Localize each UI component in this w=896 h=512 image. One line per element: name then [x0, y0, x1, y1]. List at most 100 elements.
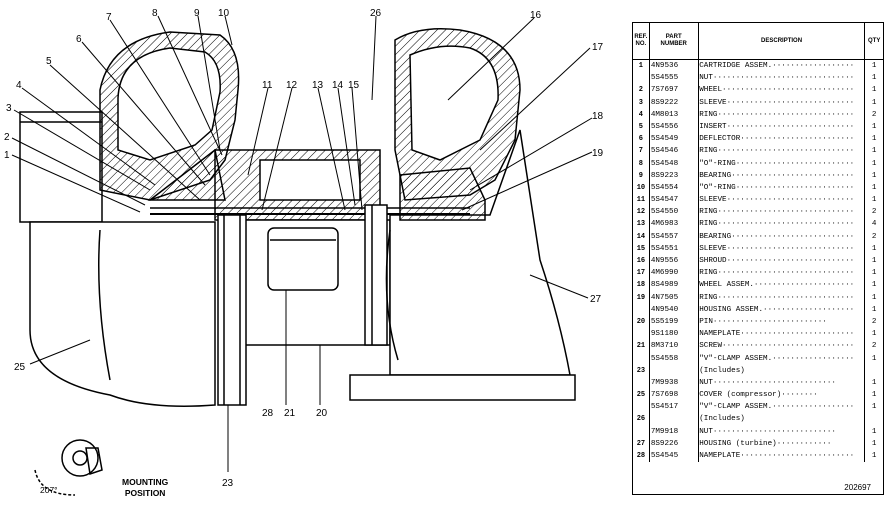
description-cell: COVER (compressor)········ — [699, 391, 818, 400]
qty-cell — [864, 364, 883, 377]
ref-no-cell: 16 — [636, 257, 646, 265]
description-cell: SLEEVE···························· — [699, 244, 855, 253]
description-cell: "O"-RING·························· — [699, 159, 855, 168]
description-cell: RING······························ — [699, 110, 855, 119]
part-number-cell: 5S4548 — [650, 159, 679, 168]
table-row: 7M9938 NUT···························1 — [633, 376, 883, 390]
description-cell: SLEEVE···························· — [699, 98, 855, 107]
qty-cell: 1 — [864, 401, 883, 414]
part-number-cell: 4M6983 — [650, 220, 679, 229]
qty-cell: 1 — [864, 291, 883, 304]
part-number-cell: 4N9536 — [650, 62, 679, 70]
qty-cell: 1 — [864, 328, 883, 341]
col-ref-no: REF. NO. — [633, 23, 650, 59]
qty-cell: 1 — [864, 145, 883, 158]
part-number-cell: 5S4545 — [650, 452, 679, 460]
part-number-cell: 5S4556 — [650, 122, 679, 131]
ref-no-cell: 26 — [636, 415, 646, 424]
description-cell: NAMEPLATE························· — [699, 330, 855, 339]
ref-no-cell: 23 — [636, 366, 646, 375]
ref-no-cell: 17 — [636, 269, 646, 278]
ref-no-cell: 12 — [636, 208, 646, 217]
part-number-cell: 5S4551 — [650, 244, 679, 253]
part-number-cell: 4M8013 — [650, 110, 679, 119]
part-number-cell: 8S4989 — [650, 281, 679, 290]
callout-26: 26 — [370, 8, 382, 19]
turbine-wheel — [399, 167, 486, 221]
description-cell: RING······························ — [699, 220, 855, 229]
callout-4: 4 — [16, 80, 22, 91]
part-number-cell: 9S1180 — [650, 330, 679, 339]
callout-11: 11 — [262, 80, 273, 91]
ref-no-cell — [633, 304, 649, 316]
ref-no-cell: 28 — [636, 452, 646, 460]
qty-cell: 1 — [864, 194, 883, 207]
mounting-position-label: MOUNTING POSITION — [122, 477, 169, 498]
part-number-cell: 5S4554 — [650, 183, 679, 192]
description-cell: INSERT···························· — [699, 122, 855, 131]
part-number-cell: 5S4549 — [650, 135, 679, 144]
ref-no-cell: 3 — [638, 98, 643, 107]
ref-no-cell: 25 — [636, 391, 646, 400]
description-cell: BEARING··························· — [699, 232, 855, 241]
col-part-number: PART NUMBER — [650, 23, 699, 59]
qty-cell: 1 — [864, 376, 883, 390]
callout-9: 9 — [194, 8, 200, 19]
part-number-cell: 7S7698 — [650, 391, 679, 400]
qty-cell: 2 — [864, 108, 883, 121]
callout-12: 12 — [286, 80, 298, 91]
description-cell: WHEEL ASSEM.······················ — [699, 281, 855, 290]
ref-no-cell — [633, 426, 649, 438]
callout-5: 5 — [46, 56, 52, 67]
ref-no-cell — [633, 72, 649, 84]
part-number-cell: 4N9556 — [650, 257, 679, 265]
part-number-cell: 8S9223 — [650, 171, 679, 180]
ref-no-cell: 15 — [636, 244, 646, 253]
callout-15: 15 — [348, 80, 360, 91]
qty-cell: 1 — [864, 279, 883, 292]
ref-no-cell: 27 — [636, 439, 646, 448]
callout-2: 2 — [4, 132, 10, 143]
ref-no-cell — [633, 377, 649, 389]
qty-cell: 1 — [864, 84, 883, 97]
part-number-cell: 8M3710 — [650, 342, 679, 351]
turbine-flange — [349, 374, 576, 401]
callout-7: 7 — [106, 12, 112, 23]
qty-cell: 1 — [864, 389, 883, 402]
qty-cell: 2 — [864, 340, 883, 353]
ref-no-cell: 8 — [638, 159, 643, 168]
qty-cell: 1 — [864, 425, 883, 438]
part-number-cell: 7M9938 — [650, 378, 679, 387]
callout-numbers: 1 2 3 4 5 6 7 8 9 10 11 12 13 14 15 16 1… — [4, 8, 604, 489]
table-row: 17 4M6990 RING····························… — [633, 267, 883, 280]
qty-cell: 1 — [864, 96, 883, 109]
callout-8: 8 — [152, 8, 158, 19]
description-cell: "V"-CLAMP ASSEM.·················· — [699, 354, 855, 363]
part-number-cell: 7M9918 — [650, 427, 679, 436]
table-row: 9S1180 NAMEPLATE·························… — [633, 328, 883, 341]
description-cell: "O"-RING·························· — [699, 183, 855, 192]
ref-no-cell: 9 — [638, 171, 643, 180]
table-row: 23 (Includes) — [633, 364, 883, 377]
turbine-v-clamp — [364, 204, 388, 346]
qty-cell: 1 — [864, 60, 883, 73]
description-cell: RING······························ — [699, 269, 855, 278]
part-number-cell: 5S4517 — [650, 403, 679, 412]
qty-cell: 1 — [864, 72, 883, 85]
compressor-cover — [29, 221, 216, 407]
ref-no-cell — [633, 328, 649, 340]
description-cell: "V"-CLAMP ASSEM.·················· — [699, 403, 855, 412]
description-cell: SCREW····························· — [699, 342, 855, 351]
qty-cell: 4 — [864, 218, 883, 231]
part-number-cell — [649, 413, 697, 425]
part-number-cell: 4M6990 — [650, 269, 679, 278]
